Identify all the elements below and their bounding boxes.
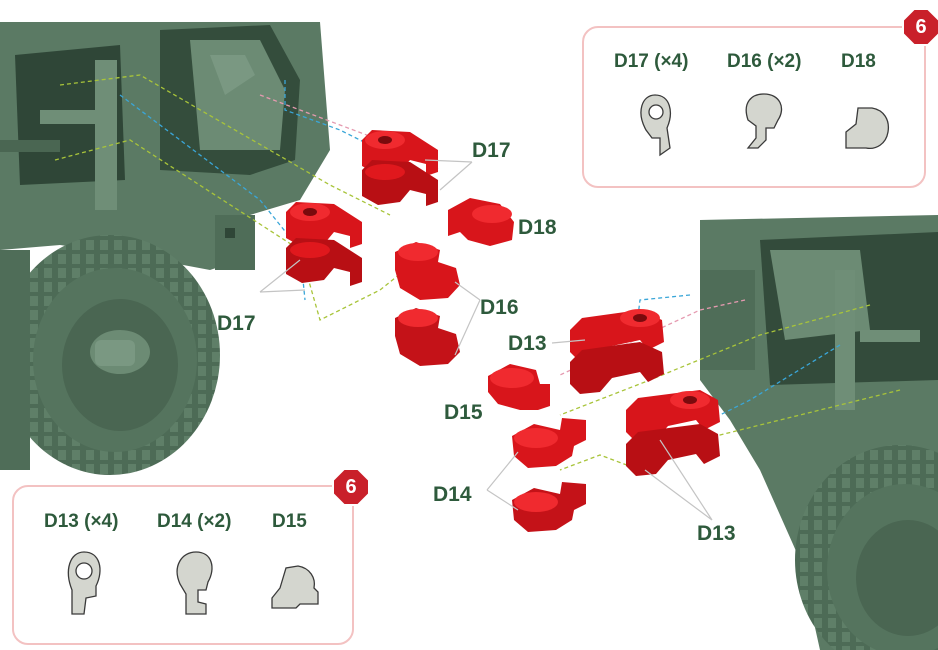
right-vehicle-section	[700, 215, 938, 650]
callout-d13-upper: D13	[508, 332, 547, 355]
callout-d17-top: D17	[472, 139, 511, 162]
octagon-badge-icon	[902, 8, 938, 46]
callout-d15: D15	[444, 401, 483, 424]
part-d16	[395, 242, 460, 366]
panel-top-label-d18: D18	[841, 51, 876, 72]
parts-panel-bottom	[12, 485, 354, 645]
left-vehicle-section	[0, 22, 330, 475]
callout-d14: D14	[433, 483, 472, 506]
callout-d17-left: D17	[217, 312, 256, 335]
panel-top-label-d17: D17 (×4)	[614, 51, 689, 72]
step-badge-bottom: 6	[332, 468, 370, 506]
part-d15	[488, 364, 550, 410]
part-d17-left	[286, 202, 362, 286]
step-badge-top: 6	[902, 8, 938, 46]
part-d13-lower	[626, 390, 720, 476]
part-d14	[512, 418, 586, 532]
step-number-top: 6	[915, 15, 927, 38]
panel-bottom-label-d15: D15	[272, 511, 307, 532]
step-number-bottom: 6	[345, 475, 357, 498]
part-d18	[448, 198, 514, 246]
callout-d13-lower: D13	[697, 522, 736, 545]
octagon-badge-icon	[332, 468, 370, 506]
part-d13-upper	[570, 309, 664, 394]
panel-bottom-label-d13: D13 (×4)	[44, 511, 119, 532]
callout-leaders	[259, 159, 713, 521]
part-d17-top	[362, 130, 438, 206]
panel-top-label-d16: D16 (×2)	[727, 51, 802, 72]
panel-bottom-label-d14: D14 (×2)	[157, 511, 232, 532]
callout-d16: D16	[480, 296, 519, 319]
callout-d18: D18	[518, 216, 557, 239]
